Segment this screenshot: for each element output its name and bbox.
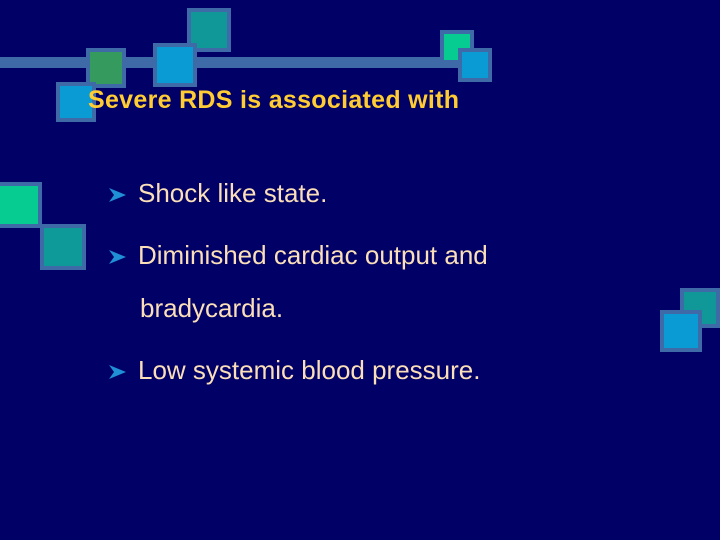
list-item-label: Low systemic blood pressure. bbox=[138, 355, 481, 386]
list-item-label: Diminished cardiac output and bbox=[138, 239, 488, 270]
list-item: Diminished cardiac output and bbox=[108, 240, 678, 272]
page-title: Severe RDS is associated with bbox=[88, 86, 460, 114]
decorative-band bbox=[0, 57, 470, 68]
square-right-blue bbox=[458, 48, 492, 82]
arrowhead-bullet-icon bbox=[108, 180, 138, 209]
square-mid-blue bbox=[153, 43, 197, 87]
list-item-label: bradycardia. bbox=[140, 293, 284, 324]
square-far-right-blue bbox=[660, 310, 702, 352]
square-edge-teal bbox=[40, 224, 86, 270]
bullet-list: Shock like state. Diminished cardiac outp… bbox=[108, 178, 678, 387]
square-title-blue bbox=[56, 82, 96, 122]
arrowhead-bullet-icon bbox=[108, 242, 138, 271]
square-edge-spring bbox=[0, 182, 42, 228]
arrowhead-bullet-icon bbox=[108, 357, 138, 386]
list-item: Shock like state. bbox=[108, 178, 678, 210]
list-item-label: Shock like state. bbox=[138, 178, 328, 208]
list-item: bradycardia. bbox=[108, 293, 678, 325]
square-left-green bbox=[86, 48, 126, 88]
list-item: Low systemic blood pressure. bbox=[108, 355, 678, 387]
